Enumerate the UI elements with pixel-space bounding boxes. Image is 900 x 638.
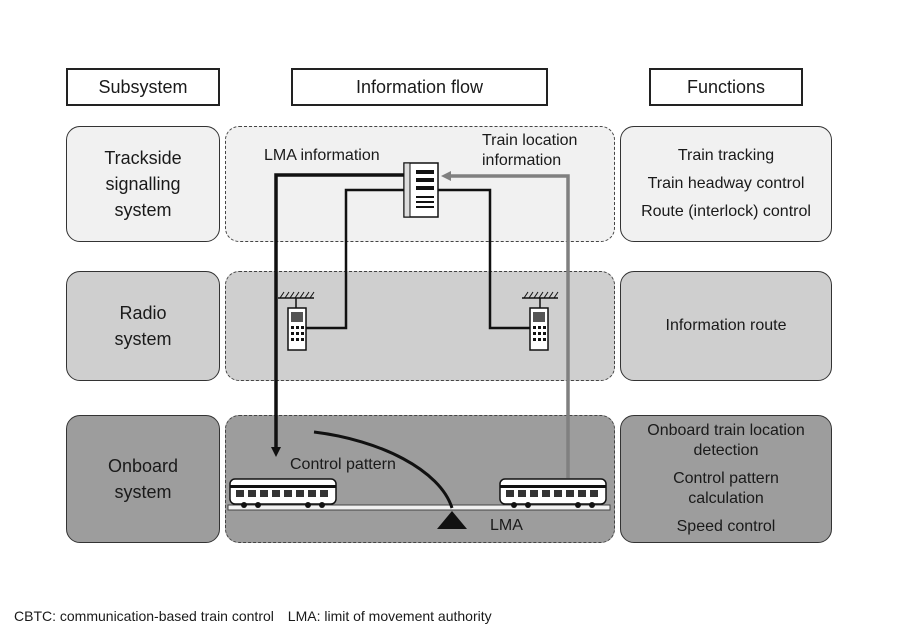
subsystem-trackside: Trackside signalling system: [66, 126, 220, 242]
header-subsystem: Subsystem: [66, 68, 220, 106]
functions-radio: Information route: [620, 271, 832, 381]
label-train-location-line1: Train location: [482, 132, 578, 149]
subsystem-radio: Radio system: [66, 271, 220, 381]
functions-trackside: Train tracking Train headway control Rou…: [620, 126, 832, 242]
lma-information-arrow: [271, 173, 404, 457]
lma-marker-icon: [437, 511, 467, 529]
header-information-flow: Information flow: [291, 68, 548, 106]
subsystem-trackside-line1: Trackside: [104, 148, 182, 168]
function-route-control: Route (interlock) control: [641, 203, 811, 220]
function-speed-control: Speed control: [676, 518, 776, 535]
radio-unit-right-icon: [522, 291, 559, 351]
function-control-pattern-calculation: Control pattern calculation: [673, 470, 779, 507]
label-lma: LMA: [490, 517, 523, 534]
footnote: CBTC: communication-based train control …: [14, 608, 502, 624]
radio-unit-left-icon: [278, 291, 315, 351]
subsystem-radio-line2: system: [114, 329, 172, 349]
label-control-pattern: Control pattern: [290, 456, 396, 473]
subsystem-radio-line1: Radio: [119, 303, 167, 323]
flow-area-trackside: [225, 126, 615, 242]
function-train-tracking: Train tracking: [677, 147, 775, 164]
subsystem-trackside-line2: signalling: [105, 174, 181, 194]
label-train-location-line2: information: [482, 152, 562, 169]
subsystem-onboard-line2: system: [114, 482, 172, 502]
subsystem-onboard: Onboard system: [66, 415, 220, 543]
rail-track: [227, 504, 611, 511]
function-information-route: Information route: [665, 317, 787, 334]
control-pattern-curve: [313, 430, 454, 509]
header-functions: Functions: [649, 68, 803, 106]
subsystem-onboard-line1: Onboard: [107, 456, 179, 476]
footnote-lma: LMA: limit of movement authority: [287, 608, 492, 624]
train-location-arrow: [441, 171, 570, 478]
server-icon: [403, 162, 439, 218]
footnote-cbtc: CBTC: communication-based train control: [14, 608, 274, 624]
subsystem-trackside-line3: system: [114, 200, 172, 220]
label-train-location-information: Train location information: [482, 131, 577, 171]
train-left-icon: [229, 478, 337, 508]
train-right-icon: [499, 478, 607, 508]
label-lma-information: LMA information: [264, 147, 380, 164]
function-onboard-train-location-detection: Onboard train location detection: [647, 422, 805, 459]
functions-onboard: Onboard train location detection Control…: [620, 415, 832, 543]
server-radio-links: [306, 188, 530, 330]
function-train-headway-control: Train headway control: [647, 175, 805, 192]
